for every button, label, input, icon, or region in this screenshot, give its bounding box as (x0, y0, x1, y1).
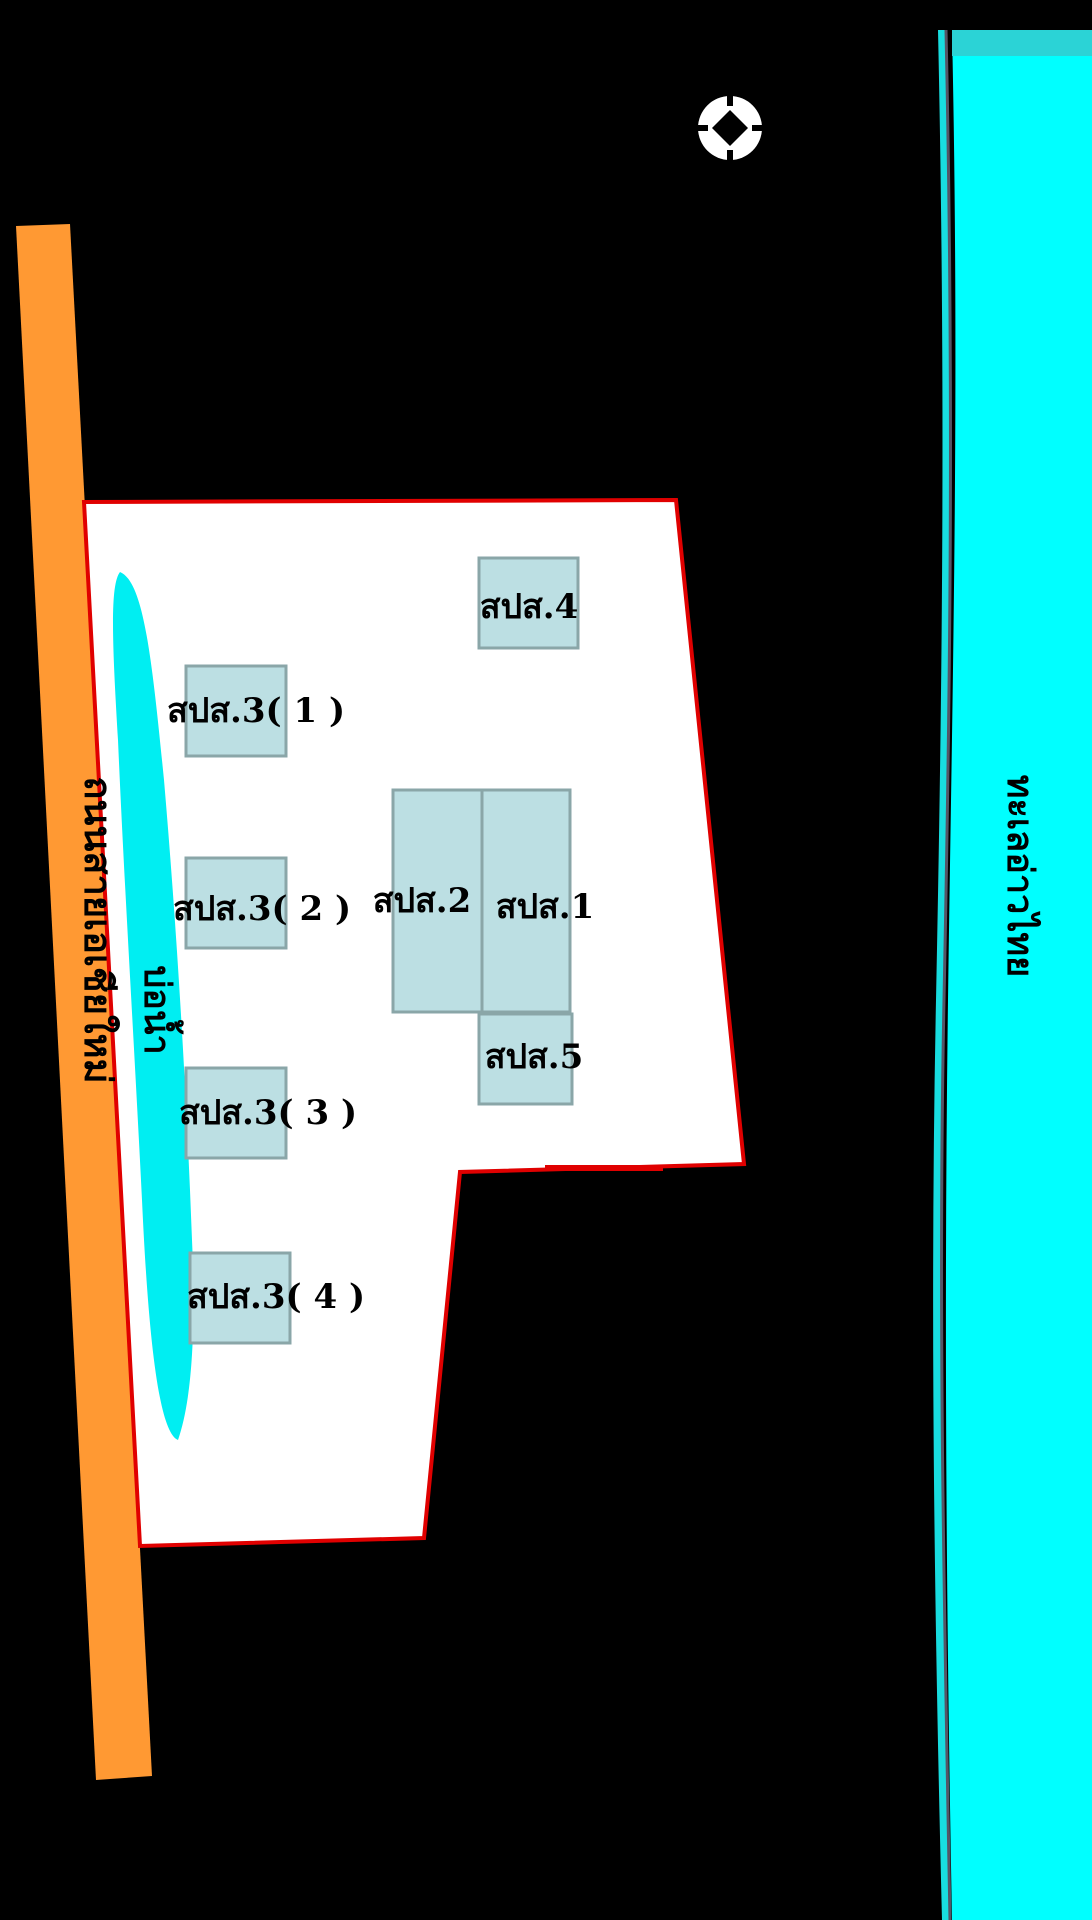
sea-label: ทะเลอ่าวไทย (999, 775, 1042, 977)
pond (113, 572, 194, 1440)
road-label: ถนนสายเอเชียใหม่ (76, 776, 121, 1083)
building-1 (480, 788, 572, 1014)
buildings (184, 556, 580, 1345)
building-5 (477, 1012, 574, 1106)
building-2 (391, 788, 484, 1014)
label-building-4: สปส.4 (480, 587, 579, 627)
label-building-5: สปส.5 (485, 1037, 584, 1077)
label-building-3-1: สปส.3( 1 ) (167, 691, 345, 731)
label-building-1: สปส.1 (496, 887, 595, 927)
road (16, 224, 152, 1780)
building-3-4 (188, 1251, 292, 1345)
sea (933, 29, 1092, 1920)
label-building-3-2: สปส.3( 2 ) (173, 889, 351, 929)
label-building-3-3: สปส.3( 3 ) (179, 1093, 357, 1133)
pond-label: บ่อน้ำ (136, 965, 184, 1054)
compass-icon (696, 94, 764, 162)
building-3-2 (184, 856, 288, 950)
building-3-3 (184, 1066, 288, 1160)
label-building-2: สปส.2 (373, 881, 472, 921)
label-building-3-4: สปส.3( 4 ) (187, 1277, 365, 1317)
building-4 (477, 556, 580, 650)
building-3-1 (184, 664, 288, 758)
building-labels: สปส.1 สปส.2 สปส.3( 1 ) สปส.3( 2 ) สปส.3(… (167, 587, 594, 1317)
